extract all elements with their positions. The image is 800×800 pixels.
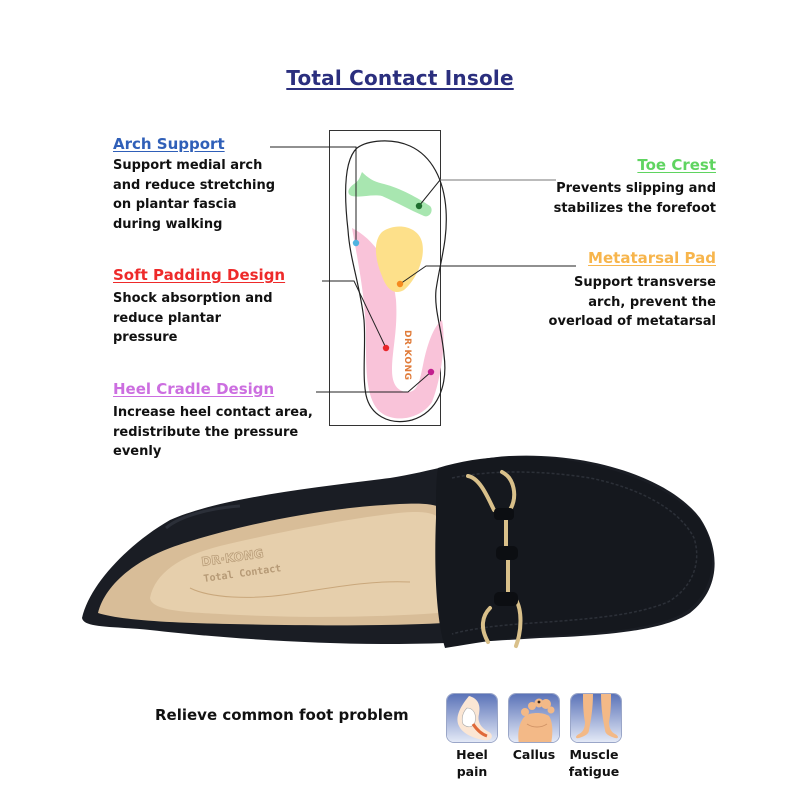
muscle-fatigue-label: Muscle fatigue bbox=[568, 747, 620, 779]
heel-cradle-description: Increase heel contact area, redistribute… bbox=[113, 405, 313, 459]
soft-padding-dot bbox=[382, 344, 390, 352]
heel-pain-label: Heel pain bbox=[456, 747, 488, 779]
arch-support-dot bbox=[352, 239, 360, 247]
callus-icon bbox=[508, 693, 560, 743]
relieve-label: Relieve common foot problem bbox=[155, 706, 409, 724]
toe-crest-description: Prevents slipping and stabilizes the for… bbox=[553, 181, 716, 216]
insole-brand-text: DR·KONG bbox=[402, 330, 412, 380]
arch-support-heading: Arch Support bbox=[113, 135, 225, 153]
toe-crest-dot bbox=[415, 202, 423, 210]
toe-crest-pad bbox=[348, 172, 432, 217]
metatarsal-pad bbox=[375, 226, 423, 293]
soft-padding-heading: Soft Padding Design bbox=[113, 266, 286, 284]
callus-label: Callus bbox=[512, 747, 556, 762]
page-title: Total Contact Insole bbox=[286, 66, 514, 90]
muscle-fatigue-icon bbox=[570, 693, 622, 743]
metatarsal-pad-dot bbox=[396, 280, 404, 288]
buckle bbox=[466, 470, 523, 648]
metatarsal-pad-description: Support transverse arch, prevent the ove… bbox=[548, 275, 716, 329]
insole-frame bbox=[329, 130, 441, 426]
soft-padding-zone bbox=[352, 228, 444, 419]
heel-pain-icon bbox=[446, 693, 498, 743]
heel-cradle-heading: Heel Cradle Design bbox=[113, 380, 275, 398]
metatarsal-pad-heading: Metatarsal Pad bbox=[588, 249, 716, 267]
shoe-image: DR·KONG Total Contact bbox=[82, 455, 715, 648]
heel-cradle-dot bbox=[427, 368, 435, 376]
insole-outline bbox=[345, 140, 447, 423]
arch-support-description: Support medial arch and reduce stretchin… bbox=[113, 158, 276, 232]
soft-padding-description: Shock absorption and reduce plantar pres… bbox=[113, 291, 273, 345]
toe-crest-heading: Toe Crest bbox=[637, 156, 716, 174]
